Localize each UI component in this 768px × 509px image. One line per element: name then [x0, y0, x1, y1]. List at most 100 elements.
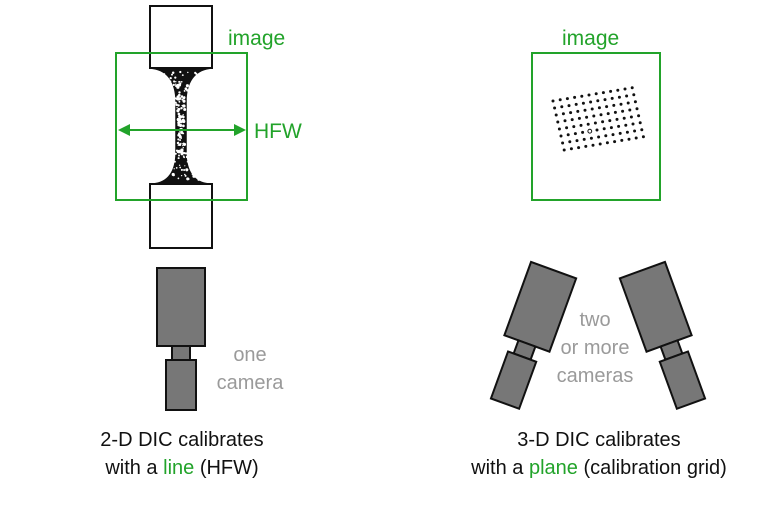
calibration-dot	[563, 119, 567, 123]
speckle-dot	[192, 174, 196, 178]
camera-label-one-line2: camera	[216, 372, 284, 394]
camera-label-two-line2: or more	[560, 337, 630, 359]
caption-right-suffix: (calibration grid)	[577, 457, 727, 479]
calibration-dot	[559, 134, 563, 138]
speckle-dot	[178, 91, 181, 94]
calibration-dot	[565, 97, 569, 101]
calibration-dot	[620, 138, 624, 142]
calibration-dot	[616, 88, 620, 92]
speckle-dot	[198, 175, 202, 179]
speckle-dot	[177, 107, 181, 111]
calibration-dot	[566, 133, 570, 137]
calibration-dot	[601, 120, 605, 124]
calibration-dot	[556, 120, 560, 124]
specimen	[149, 5, 213, 249]
calibration-dot	[561, 112, 565, 116]
speckle-dot	[193, 79, 197, 82]
speckle-dot	[175, 81, 177, 83]
calibration-dot	[568, 140, 572, 144]
calibration-dot	[572, 125, 576, 129]
speckle-dot	[180, 148, 184, 152]
speckle-dot	[186, 177, 190, 181]
calibration-dot	[597, 135, 601, 139]
speckle-dot	[178, 80, 181, 83]
speckle-dot	[181, 143, 184, 145]
calibration-dot	[621, 109, 625, 113]
camera-right	[618, 260, 707, 411]
speckle-dot	[182, 155, 185, 158]
calibration-dot	[625, 94, 629, 98]
speckle-dot	[198, 75, 203, 80]
calibration-dot	[579, 123, 583, 127]
calibration-dot	[633, 129, 637, 133]
speckle-dot	[180, 168, 183, 171]
calibration-dot	[601, 91, 605, 95]
specimen-top-grip	[149, 5, 213, 69]
calibration-dot	[622, 116, 626, 120]
speckle-dot	[179, 82, 182, 85]
calibration-dot	[589, 136, 593, 140]
caption-left-line1: 2-D DIC calibrates	[100, 429, 264, 451]
calibration-dot	[609, 126, 613, 130]
speckle-dot	[178, 120, 181, 124]
speckle-dot	[183, 168, 186, 172]
calibration-dot	[597, 106, 601, 110]
speckle-dot	[182, 96, 186, 100]
calibration-dot	[577, 146, 581, 150]
speckle-dot	[184, 174, 187, 177]
speckle-dot	[182, 124, 185, 128]
speckle-dot	[182, 120, 184, 123]
calibration-dot	[575, 139, 579, 143]
speckle-dot	[181, 74, 184, 77]
speckle-dot	[182, 114, 184, 116]
calibration-dot	[631, 122, 635, 126]
speckle-dot	[180, 106, 183, 110]
calibration-dot	[637, 114, 641, 118]
specimen-bottom-grip	[149, 183, 213, 249]
speckle-dot	[206, 71, 210, 74]
calibration-dot	[584, 144, 588, 148]
speckle-dot	[183, 151, 186, 155]
calibration-dot	[598, 142, 602, 146]
speckle-dot	[182, 144, 184, 147]
calibration-dot	[573, 132, 577, 136]
calibration-dot	[625, 130, 629, 134]
calibration-dot	[592, 114, 596, 118]
speckle-dot	[186, 89, 189, 92]
calibration-grid	[551, 86, 645, 152]
speckle-dot	[176, 97, 181, 101]
calibration-dot	[593, 121, 597, 125]
calibration-dot	[610, 96, 614, 100]
speckle-dot	[182, 104, 186, 108]
calibration-dot	[615, 117, 619, 121]
calibration-dot	[567, 104, 571, 108]
speckle-pattern	[155, 70, 210, 181]
calibration-dot	[633, 100, 637, 104]
camera-body	[156, 267, 206, 347]
speckle-dot	[180, 81, 182, 83]
speckle-dot	[171, 73, 173, 76]
calibration-dot	[553, 106, 557, 110]
camera-lens	[658, 350, 707, 411]
calibration-dot	[617, 95, 621, 99]
speckle-dot	[167, 80, 171, 83]
calibration-dot	[605, 141, 609, 145]
calibration-dot	[594, 92, 598, 96]
speckle-dot	[175, 149, 179, 152]
caption-left-line2: with a line (HFW)	[60, 458, 304, 478]
speckle-dot	[185, 84, 189, 88]
speckle-dot	[168, 168, 171, 171]
speckle-dot	[181, 118, 185, 122]
speckle-dot	[178, 154, 180, 157]
calibration-dot	[577, 116, 581, 120]
camera-lens	[489, 350, 538, 411]
speckle-dot	[183, 89, 186, 92]
speckle-dot	[176, 107, 178, 109]
speckle-dot	[184, 165, 186, 167]
calibration-dot	[613, 140, 617, 144]
speckle-dot	[169, 76, 172, 80]
caption-right-line2: with a plane (calibration grid)	[430, 458, 768, 478]
calibration-dot	[640, 128, 644, 132]
speckle-dot	[183, 108, 187, 111]
calibration-dot	[580, 94, 584, 98]
